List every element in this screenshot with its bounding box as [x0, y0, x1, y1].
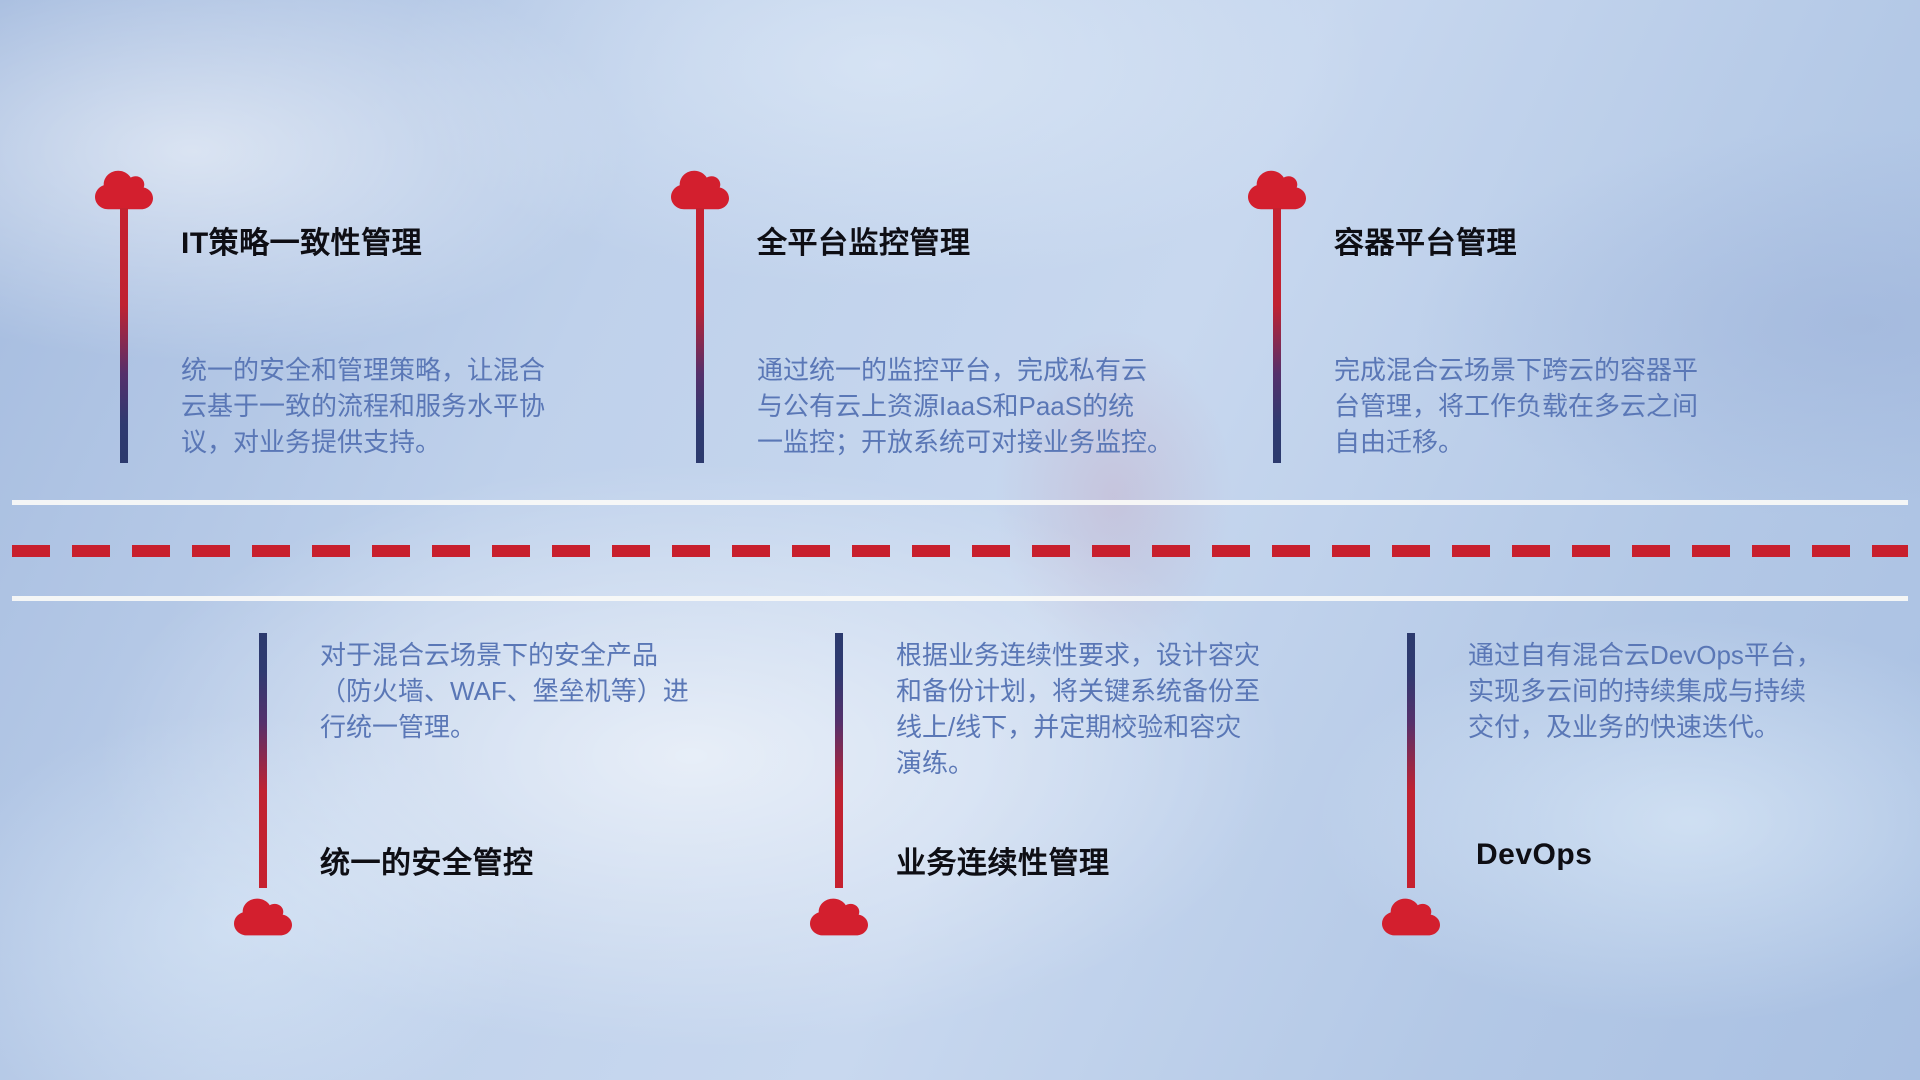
connector-line	[259, 633, 267, 888]
item-title: 容器平台管理	[1334, 227, 1517, 260]
item-description: 根据业务连续性要求，设计容灾 和备份计划，将关键系统备份至 线上/线下，并定期校…	[896, 640, 1261, 778]
item-description: 对于混合云场景下的安全产品 （防火墙、WAF、堡垒机等）进 行统一管理。	[320, 640, 689, 742]
road-edge-line-bottom	[12, 596, 1908, 601]
cloud-icon	[95, 168, 153, 212]
item-description: 通过自有混合云DevOps平台， 实现多云间的持续集成与持续 交付，及业务的快速…	[1468, 640, 1822, 742]
cloud-icon	[1248, 168, 1306, 212]
timeline-item: 根据业务连续性要求，设计容灾 和备份计划，将关键系统备份至 线上/线下，并定期校…	[810, 633, 1450, 953]
cloud-icon	[671, 168, 729, 212]
connector-line	[696, 208, 704, 463]
cloud-icon	[810, 896, 868, 938]
cloud-icon	[234, 896, 292, 938]
connector-line	[120, 208, 128, 463]
timeline-item: 全平台监控管理 通过统一的监控平台，完成私有云 与公有云上资源IaaS和PaaS…	[671, 168, 1311, 478]
item-description: 完成混合云场景下跨云的容器平 台管理，将工作负载在多云之间 自由迁移。	[1334, 355, 1699, 457]
road-edge-line-top	[12, 500, 1908, 505]
item-description: 统一的安全和管理策略，让混合 云基于一致的流程和服务水平协 议，对业务提供支持。	[181, 355, 546, 457]
item-description: 通过统一的监控平台，完成私有云 与公有云上资源IaaS和PaaS的统 一监控；开…	[757, 355, 1174, 457]
cloud-icon	[1382, 896, 1440, 938]
dashed-center-line	[12, 545, 1908, 557]
item-title: IT策略一致性管理	[181, 227, 423, 260]
item-title: 全平台监控管理	[757, 227, 971, 260]
timeline-item: IT策略一致性管理 统一的安全和管理策略，让混合 云基于一致的流程和服务水平协 …	[95, 168, 735, 478]
connector-line	[1407, 633, 1415, 888]
item-title: 业务连续性管理	[896, 847, 1110, 880]
timeline-item: 对于混合云场景下的安全产品 （防火墙、WAF、堡垒机等）进 行统一管理。 统一的…	[234, 633, 874, 953]
connector-line	[1273, 208, 1281, 463]
timeline-item: 通过自有混合云DevOps平台， 实现多云间的持续集成与持续 交付，及业务的快速…	[1382, 633, 1920, 953]
item-title: 统一的安全管控	[320, 847, 534, 880]
timeline-item: 容器平台管理 完成混合云场景下跨云的容器平 台管理，将工作负载在多云之间 自由迁…	[1248, 168, 1888, 478]
connector-line	[835, 633, 843, 888]
item-title: DevOps	[1476, 838, 1593, 871]
